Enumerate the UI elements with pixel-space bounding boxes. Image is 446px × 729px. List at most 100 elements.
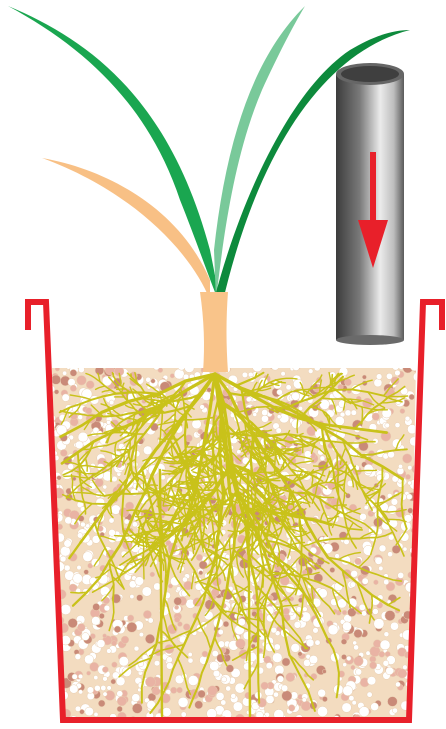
soil-grain xyxy=(359,604,365,610)
soil-grain xyxy=(386,667,394,675)
soil-grain xyxy=(406,494,412,500)
soil-grain xyxy=(135,577,144,586)
soil-grain xyxy=(183,624,190,631)
soil-grain xyxy=(103,634,107,638)
soil-grain xyxy=(119,657,129,667)
soil-grain xyxy=(106,420,110,424)
soil-grain xyxy=(73,574,83,584)
soil-grain xyxy=(351,665,355,669)
soil-grain xyxy=(75,441,83,449)
soil-grain xyxy=(395,682,400,687)
soil-grain xyxy=(264,656,271,663)
soil-grain xyxy=(72,674,77,679)
soil-grain xyxy=(166,663,173,670)
soil-grain xyxy=(97,640,105,648)
root-branch xyxy=(314,466,326,467)
soil-grain xyxy=(395,370,401,376)
soil-grain xyxy=(391,499,398,506)
soil-grain xyxy=(274,644,280,650)
soil-grain xyxy=(181,712,186,717)
soil-grain xyxy=(342,610,347,615)
soil-grain xyxy=(48,668,58,678)
soil-grain xyxy=(396,508,406,518)
soil-grain xyxy=(271,627,277,633)
soil-grain xyxy=(383,660,389,666)
soil-grain xyxy=(379,566,384,571)
soil-grain xyxy=(304,451,311,458)
soil-grain xyxy=(94,685,100,691)
soil-grain xyxy=(213,670,220,677)
soil-grain xyxy=(385,611,395,621)
soil-grain xyxy=(294,621,301,628)
soil-grain xyxy=(261,415,268,422)
soil-grain xyxy=(262,409,268,415)
soil-grain xyxy=(379,651,385,657)
soil-grain xyxy=(322,697,327,702)
soil-grain xyxy=(351,410,357,416)
soil-grain xyxy=(77,533,83,539)
soil-grain xyxy=(75,706,81,712)
root-branch xyxy=(258,662,259,703)
root-branch xyxy=(208,537,209,547)
soil-grain xyxy=(306,639,314,647)
soil-grain xyxy=(84,570,89,575)
soil-grain xyxy=(145,677,155,687)
root-branch xyxy=(356,470,377,471)
soil-grain xyxy=(195,701,203,709)
soil-grain xyxy=(370,662,377,669)
soil-grain xyxy=(174,597,182,605)
root-branch xyxy=(136,516,147,517)
soil-grain xyxy=(87,687,94,694)
soil-grain xyxy=(51,677,58,684)
soil-grain xyxy=(188,675,198,685)
soil-grain xyxy=(302,698,306,702)
soil-grain xyxy=(151,379,155,383)
soil-grain xyxy=(176,587,181,592)
soil-grain xyxy=(175,605,179,609)
soil-grain xyxy=(398,464,402,468)
soil-grain xyxy=(390,622,398,630)
soil-grain xyxy=(60,556,66,562)
soil-grain xyxy=(75,654,81,660)
soil-grain xyxy=(48,678,57,687)
soil-grain xyxy=(124,519,129,524)
soil-grain xyxy=(372,413,379,420)
soil-grain xyxy=(174,617,180,623)
soil-grain xyxy=(202,651,208,657)
soil-grain xyxy=(143,446,152,455)
soil-grain xyxy=(78,367,84,373)
soil-grain xyxy=(405,416,410,421)
soil-grain xyxy=(380,640,390,650)
soil-grain xyxy=(372,609,378,615)
soil-grain xyxy=(70,385,76,391)
soil-grain xyxy=(277,676,284,683)
soil-grain xyxy=(242,372,248,378)
soil-grain xyxy=(314,365,320,371)
soil-grain xyxy=(354,657,363,666)
soil-grain xyxy=(150,572,155,577)
soil-grain xyxy=(111,679,116,684)
soil-grain xyxy=(359,707,369,717)
soil-grain xyxy=(355,669,361,675)
soil-grain xyxy=(403,547,407,551)
soil-grain xyxy=(298,652,302,656)
soil-grain xyxy=(117,691,123,697)
soil-grain xyxy=(62,371,66,375)
soil-grain xyxy=(162,707,171,716)
soil-grain xyxy=(166,657,172,663)
soil-grain xyxy=(367,676,376,685)
stem-icon xyxy=(200,292,228,372)
soil-grain xyxy=(352,700,357,705)
root-branch xyxy=(71,592,87,593)
soil-grain xyxy=(223,621,229,627)
soil-grain xyxy=(354,645,359,650)
soil-grain xyxy=(392,364,399,371)
soil-grain xyxy=(362,375,366,379)
soil-grain xyxy=(328,625,338,635)
soil-grain xyxy=(320,400,330,410)
soil-grain xyxy=(320,456,325,461)
soil-grain xyxy=(145,634,154,643)
soil-grain xyxy=(412,697,419,704)
soil-grain xyxy=(93,603,100,610)
soil-grain xyxy=(70,685,79,694)
